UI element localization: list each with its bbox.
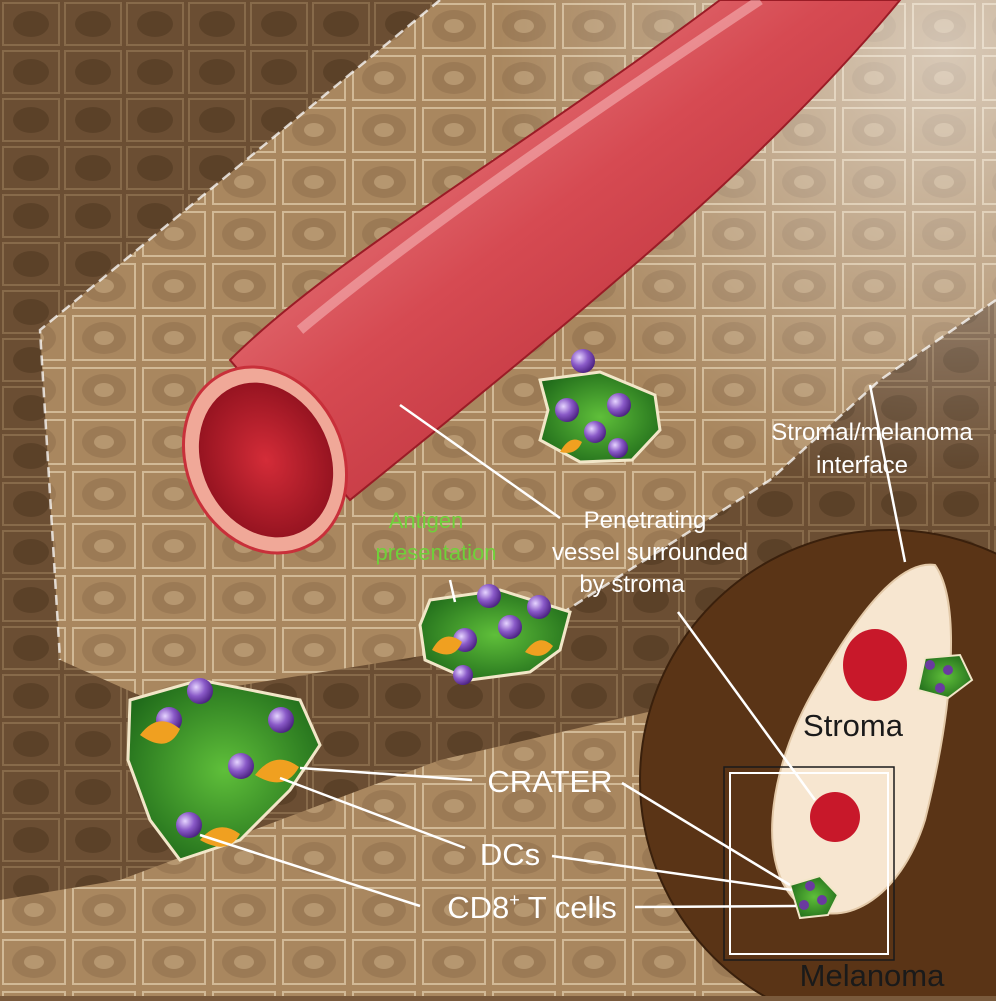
t-cell-icon <box>527 595 551 619</box>
stroma-label: Stroma <box>803 708 904 743</box>
t-cell-icon <box>268 707 294 733</box>
tcell-leader-line-right <box>634 904 797 909</box>
interface-label-line1: Stromal/melanoma <box>771 419 973 446</box>
interface-label-line2: interface <box>816 452 908 479</box>
t-cell-icon <box>187 678 213 704</box>
vessel-leader-line <box>399 403 561 520</box>
stroma-nucleus-top <box>843 629 907 701</box>
melanoma-inset <box>639 529 996 1001</box>
t-cell-icon <box>555 398 579 422</box>
cd8-label-tail: T cells <box>520 890 617 925</box>
stroma-nucleus-center <box>810 792 860 842</box>
dc-leader-line-left <box>279 776 466 850</box>
crater-leader-line-right <box>621 781 791 887</box>
t-cell-icon <box>584 421 606 443</box>
t-cell-icon <box>176 812 202 838</box>
melanoma-label: Melanoma <box>800 958 945 993</box>
t-cell-icon <box>477 584 501 608</box>
crater-cluster-inset-right <box>916 653 974 700</box>
cd8-label: CD8+ T cells <box>447 890 617 925</box>
cd8-label-main: CD8 <box>447 890 509 925</box>
crater-cluster-top <box>538 349 662 464</box>
antigen-label-line2: presentation <box>375 540 496 565</box>
cd8-label-sup: + <box>509 890 520 910</box>
t-cell-icon <box>571 349 595 373</box>
dcs-label: DCs <box>480 837 540 872</box>
crater-cluster-inset-bottom <box>788 874 840 920</box>
t-cell-icon <box>607 393 631 417</box>
crater-cluster-middle <box>418 584 572 685</box>
antigen-label-line1: Antigen <box>389 508 464 533</box>
dendritic-cell-icon <box>560 439 582 453</box>
tcell-leader-line-left <box>199 833 421 908</box>
blood-vessel-icon <box>181 0 902 555</box>
stroma-leader-line <box>676 611 817 801</box>
dc-leader-line-right <box>551 854 793 892</box>
dendritic-cell-icon <box>140 721 180 744</box>
zoom-box-outer <box>723 766 895 961</box>
crater-label: CRATER <box>487 764 612 799</box>
dendritic-cell-icon <box>200 827 240 847</box>
dendritic-cell-icon <box>525 640 553 656</box>
t-cell-icon <box>228 753 254 779</box>
crater-leader-line-left <box>299 766 473 782</box>
interface-leader-line <box>868 384 907 563</box>
vessel-label-line2: vessel surrounded <box>552 539 748 566</box>
dendritic-cell-icon <box>432 636 462 655</box>
t-cell-icon <box>453 665 473 685</box>
zoom-box-inner <box>729 772 889 955</box>
dendritic-cell-icon <box>255 759 299 783</box>
t-cell-icon <box>498 615 522 639</box>
antigen-leader-line <box>448 579 457 603</box>
crater-cluster-bottom <box>126 678 322 862</box>
t-cell-icon <box>608 438 628 458</box>
vessel-label-line1: Penetrating <box>584 507 707 534</box>
vessel-label-line3: by stroma <box>579 571 685 598</box>
